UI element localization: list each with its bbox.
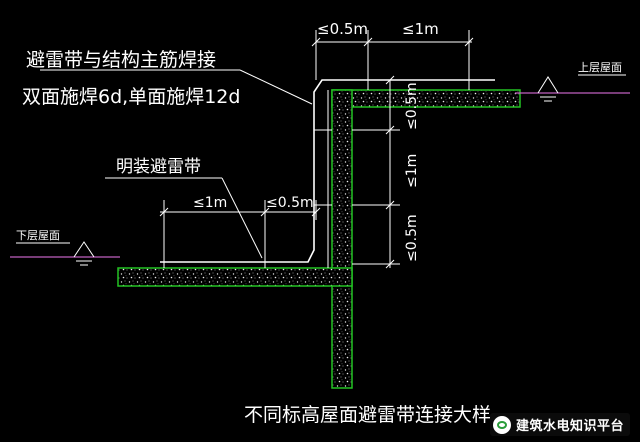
label-upper-roof: 上层屋面 (578, 61, 622, 74)
upper-slab (331, 89, 521, 108)
drawing-title: 不同标高屋面避雷带连接大样 (244, 404, 491, 426)
label-lower-roof: 下层屋面 (16, 229, 60, 242)
lightning-strip (160, 79, 495, 268)
dim-lower-le05: ≤0.5m (266, 195, 314, 211)
dim-top-le1: ≤1m (402, 20, 439, 38)
dim-right-le05-bottom: ≤0.5m (404, 214, 420, 262)
lower-slab (117, 267, 353, 287)
lower-dimensions (159, 200, 321, 262)
watermark: 建筑水电知识平台 (489, 413, 630, 436)
top-dimensions (311, 30, 474, 80)
leader-lines (16, 69, 626, 259)
dim-right-le1: ≤1m (404, 154, 420, 188)
right-dimensions (352, 75, 400, 269)
label-weld-line1: 避雷带与结构主筋焊接 (26, 49, 216, 71)
dim-lower-le1: ≤1m (193, 195, 227, 211)
watermark-text: 建筑水电知识平台 (515, 419, 624, 434)
concrete-structure (117, 89, 521, 389)
roof-lines (10, 76, 630, 266)
wechat-icon (492, 415, 511, 434)
dim-top-le05: ≤0.5m (317, 20, 368, 38)
label-exposed-strip: 明装避雷带 (116, 157, 201, 177)
label-weld-line2: 双面施焊6d,单面施焊12d (22, 86, 240, 108)
dim-right-le05-top: ≤0.5m (404, 82, 420, 130)
wall (331, 89, 353, 389)
